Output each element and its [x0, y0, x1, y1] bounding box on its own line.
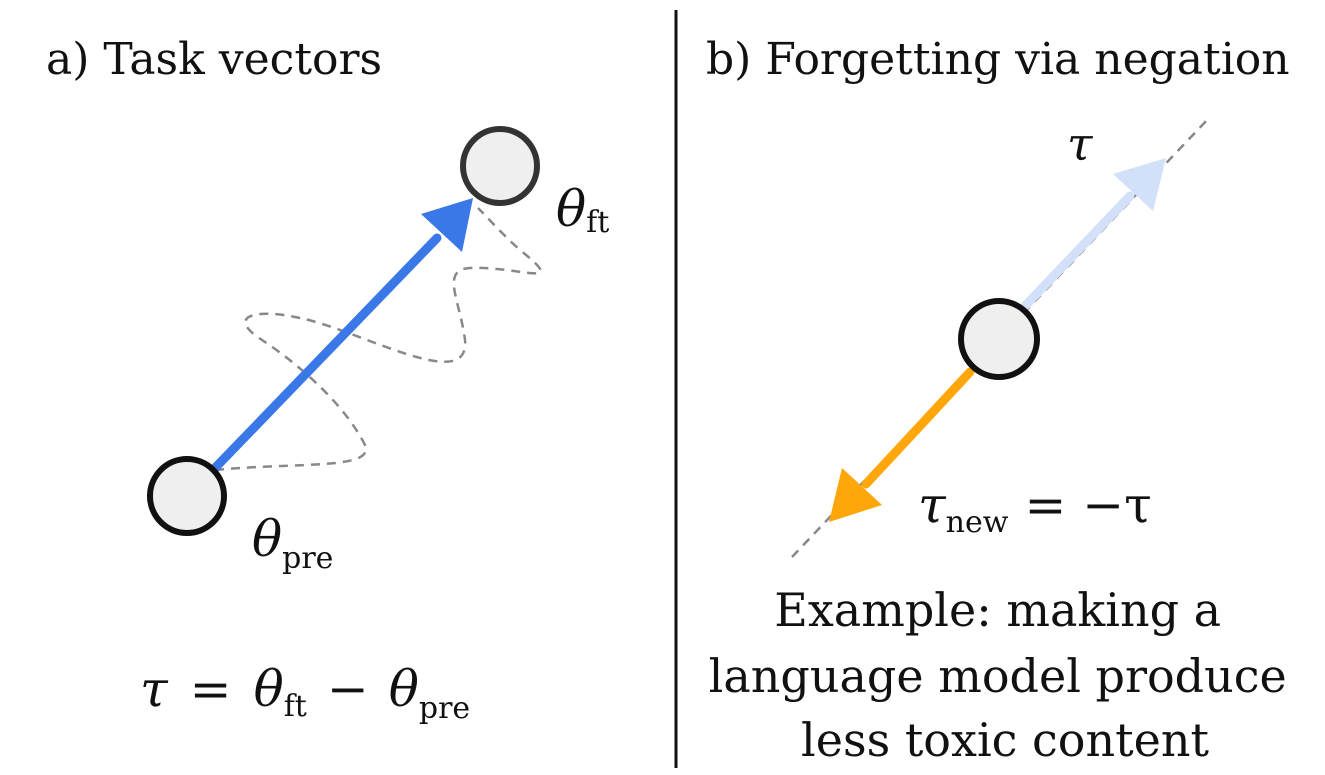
tau-arrow-light [1020, 191, 1135, 311]
panel-a: a) Task vectors θft θpre τ=θft−θpre [46, 34, 609, 726]
theta-ft-node [460, 126, 540, 206]
example-caption: Example: making a language model produce… [709, 583, 1302, 767]
task-vector-arrow [210, 233, 442, 473]
tau-label: τ [1067, 117, 1094, 171]
negated-tau-arrowhead [829, 468, 882, 522]
theta-pre-label: θpre [252, 510, 333, 576]
task-vector-formula: τ=θft−θpre [140, 660, 470, 726]
negated-tau-arrow [861, 367, 975, 489]
panel-b-title: b) Forgetting via negation [706, 34, 1290, 85]
task-vector-arrowhead [421, 198, 473, 252]
panel-b: b) Forgetting via negation τ τnew= −τ Ex… [706, 34, 1302, 767]
example-line-2: language model produce [709, 649, 1287, 703]
theta-ft-label: θft [556, 180, 609, 240]
panel-a-title: a) Task vectors [46, 34, 382, 85]
finetune-trajectory-dashed [214, 207, 542, 472]
example-line-3: less toxic content [801, 713, 1209, 767]
tau-new-formula: τnew= −τ [918, 476, 1152, 540]
tau-arrowhead-light [1113, 158, 1166, 211]
example-line-1: Example: making a [774, 583, 1221, 637]
center-node [958, 298, 1040, 380]
theta-pre-node [147, 456, 227, 536]
